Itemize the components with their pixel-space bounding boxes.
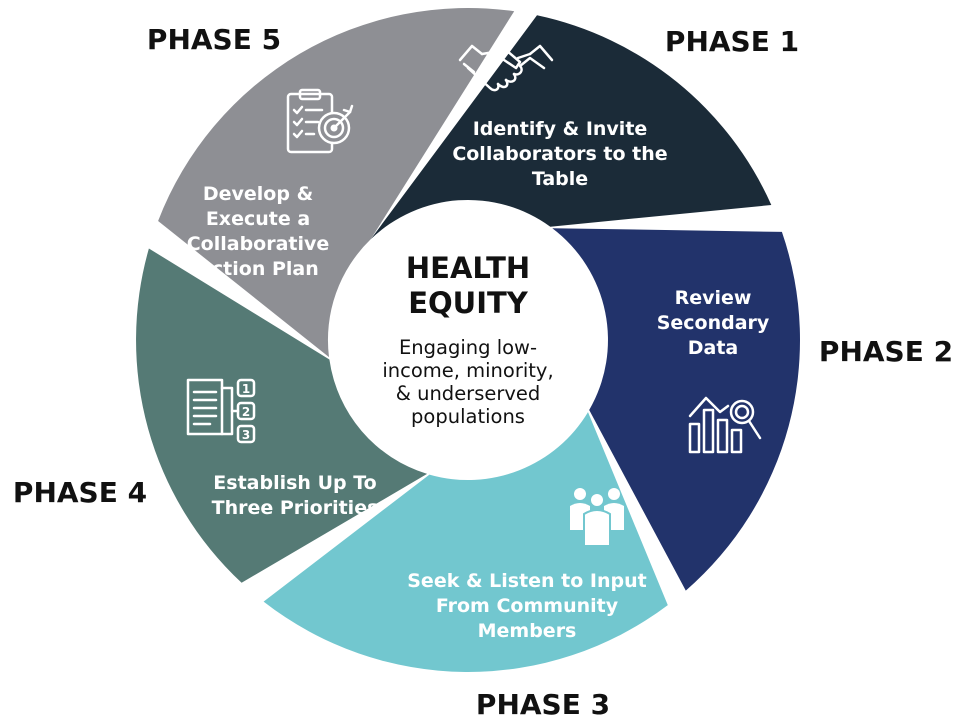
svg-text:3: 3 xyxy=(242,428,250,442)
center-subtitle-line-4: populations xyxy=(411,405,525,428)
svg-text:2: 2 xyxy=(242,405,250,419)
people-group-icon xyxy=(570,488,624,547)
phase-3-label: PHASE 3 xyxy=(476,688,610,718)
svg-text:1: 1 xyxy=(242,382,250,396)
center-title-line-2: EQUITY xyxy=(408,286,529,320)
phase-4-segment xyxy=(136,248,428,583)
phase-2-text-line-1: Review xyxy=(675,287,752,309)
bar-chart-magnifier-icon xyxy=(688,396,762,454)
phase-5-label: PHASE 5 xyxy=(147,23,281,56)
phase-1-text-line-1: Identify & Invite xyxy=(473,118,648,140)
phase-5-text-line-2: Execute a xyxy=(206,208,310,230)
checklist-target-icon xyxy=(286,88,354,154)
handshake-icon xyxy=(458,44,554,92)
center-title-line-1: HEALTH xyxy=(406,251,530,285)
phase-1-segment xyxy=(370,15,772,240)
phase-2-segment xyxy=(552,228,801,591)
phase-3-text-line-2: From Community xyxy=(436,595,619,617)
phase-5-segment xyxy=(158,7,515,358)
phase-5-text-line-1: Develop & xyxy=(203,183,313,205)
phase-3-segment xyxy=(263,412,668,672)
phase-2-label: PHASE 2 xyxy=(819,335,953,368)
phase-2-text-line-2: Secondary xyxy=(657,312,770,334)
phase-1-text-line-2: Collaborators to the xyxy=(452,143,667,165)
phase-4-text-line-1: Establish Up To xyxy=(213,472,376,494)
center-subtitle-line-1: Engaging low- xyxy=(399,336,537,359)
phase-2-text-line-3: Data xyxy=(688,337,739,359)
phase-1-text-line-3: Table xyxy=(532,168,588,190)
phase-5-text-line-3: Collaborative xyxy=(187,233,330,255)
center-subtitle-line-3: & underserved xyxy=(396,382,541,405)
numbered-list-icon: 1 2 3 xyxy=(186,378,256,444)
center-hub: HEALTH EQUITY Engaging low- income, mino… xyxy=(382,251,553,428)
center-subtitle-line-2: income, minority, xyxy=(382,359,553,382)
phase-3-text-line-1: Seek & Listen to Input xyxy=(407,570,647,592)
phase-5-text-line-4: Action Plan xyxy=(197,258,319,280)
phase-3-text-line-3: Members xyxy=(478,620,577,642)
phase-1-label: PHASE 1 xyxy=(665,25,799,58)
phase-4-label: PHASE 4 xyxy=(13,476,147,509)
phase-4-text-line-2: Three Priorities xyxy=(212,497,379,519)
